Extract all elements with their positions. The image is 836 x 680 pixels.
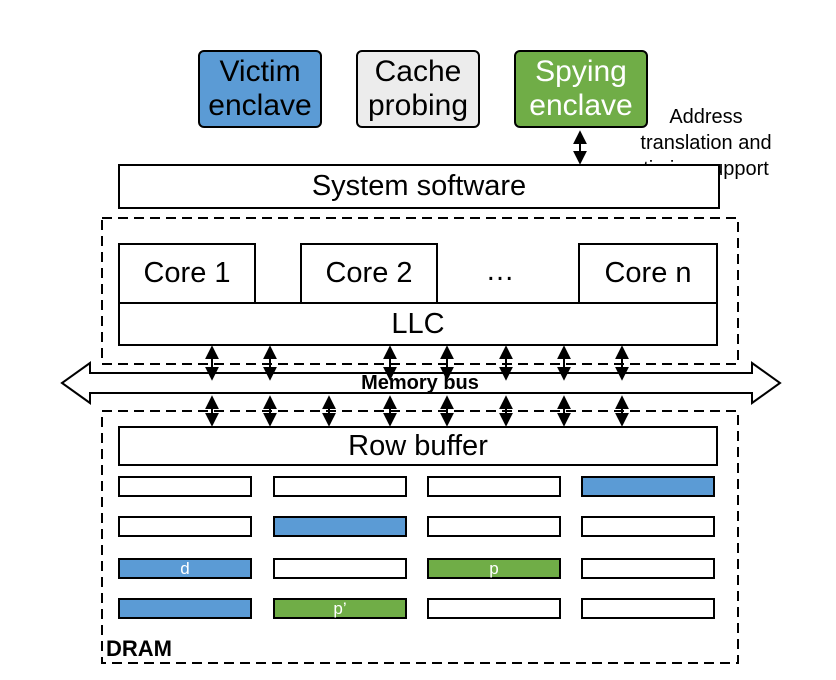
core-2-label: Core 2 [325,257,413,289]
dram-cell-r4-c3 [427,598,561,619]
row-buffer-label: Row buffer [348,429,488,462]
system-software-box: System software [118,164,720,209]
dram-cell-r3-c3: p [427,558,561,579]
victim-enclave-label: Victim enclave [208,55,312,122]
cache-probing-label: Cache probing [367,55,469,122]
dram-cell-r2-c3 [427,516,561,537]
dram-cell-r3-c1: d [118,558,252,579]
row-buffer-box: Row buffer [118,426,718,466]
cache-probing-box: Cache probing [356,50,480,128]
dram-cell-r3-c4 [581,558,715,579]
dram-cell-r1-c1 [118,476,252,497]
system-software-label: System software [311,170,527,202]
dram-cell-r2-c4 [581,516,715,537]
memory-bus-arrow [60,361,782,405]
core-1-box: Core 1 [118,243,256,304]
llc-label: LLC [391,307,445,340]
dram-cell-r3-c2 [273,558,407,579]
dram-cell-r2-c1 [118,516,252,537]
dram-cell-r2-c2 [273,516,407,537]
dram-cell-r1-c3 [427,476,561,497]
spying-enclave-box: Spying enclave [514,50,648,128]
core-2-box: Core 2 [300,243,438,304]
dram-cell-r1-c4 [581,476,715,497]
llc-box: LLC [118,302,718,346]
core-1-label: Core 1 [143,257,231,289]
dram-region [101,410,739,664]
victim-enclave-box: Victim enclave [198,50,322,128]
dram-cell-r4-c2: p’ [273,598,407,619]
spying-enclave-label: Spying enclave [529,55,633,122]
core-n-label: Core n [604,257,692,289]
dram-label: DRAM [106,636,172,661]
address-translation-annotation: Address translation and timing support [640,106,772,180]
dram-cell-r4-c4 [581,598,715,619]
bus-connector-arrows [205,345,629,427]
memory-bus-label: Memory bus [361,372,479,394]
cores-ellipsis: … [485,255,515,287]
dram-cell-r4-c1 [118,598,252,619]
cpu-region [101,217,739,365]
core-n-box: Core n [578,243,718,304]
dram-cell-r1-c2 [273,476,407,497]
